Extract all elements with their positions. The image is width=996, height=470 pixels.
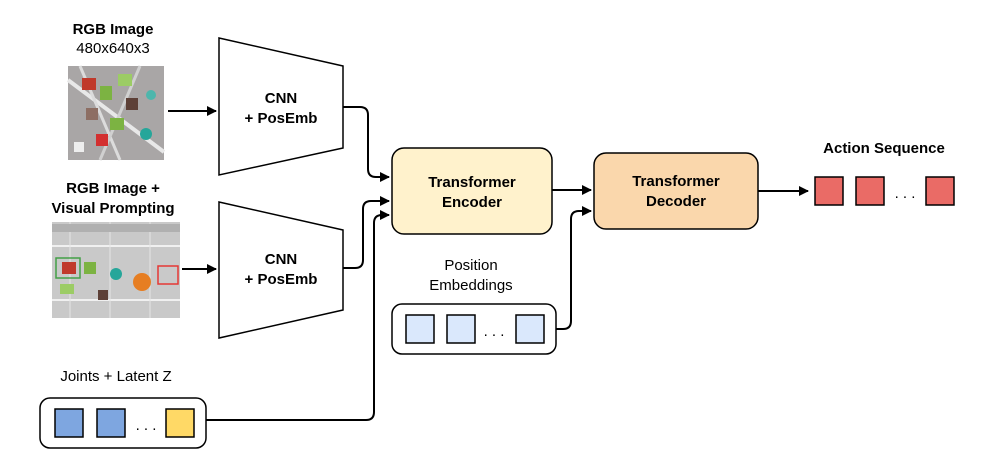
joint-token	[96, 408, 126, 438]
arrow-position-to-decoder	[556, 206, 592, 330]
rgb-image-input: RGB Image 480x640x3	[66, 21, 166, 161]
action-token	[814, 176, 844, 206]
latent-token	[165, 408, 195, 438]
arrow-cnn-bottom-to-encoder	[343, 196, 390, 269]
prompted-image-title-line2: Visual Prompting	[51, 200, 174, 217]
transformer-decoder: Transformer Decoder	[593, 152, 759, 230]
cnn-top-label-line1: CNN	[265, 90, 298, 107]
decoder-label-line2: Decoder	[646, 193, 706, 210]
arrow-joints-to-encoder	[206, 210, 390, 421]
position-token	[446, 314, 476, 344]
position-token	[405, 314, 435, 344]
cnn-bottom-block: CNN + PosEmb	[218, 201, 344, 339]
rgb-image-title: RGB Image	[73, 21, 154, 38]
cnn-bottom-label-line2: + PosEmb	[245, 271, 318, 288]
position-embeddings: Position Embeddings . . .	[391, 257, 557, 355]
rgb-image-thumbnail	[66, 65, 166, 161]
encoder-label-line2: Encoder	[442, 194, 502, 211]
prompted-image-input: RGB Image + Visual Prompting	[51, 180, 180, 318]
position-token	[515, 314, 545, 344]
action-ellipsis: . . .	[895, 185, 916, 202]
cnn-bottom-label-line1: CNN	[265, 251, 298, 268]
cnn-top-block: CNN + PosEmb	[218, 37, 344, 176]
joint-token	[54, 408, 84, 438]
action-sequence-output: Action Sequence . . .	[814, 140, 955, 206]
prompted-image-thumbnail	[52, 222, 180, 318]
position-label-line1: Position	[444, 257, 497, 274]
decoder-box	[593, 152, 759, 230]
action-token	[855, 176, 885, 206]
transformer-encoder: Transformer Encoder	[391, 147, 553, 235]
connectors	[168, 106, 809, 421]
encoder-box	[391, 147, 553, 235]
joints-latent-input: Joints + Latent Z . . .	[39, 368, 207, 449]
position-label-line2: Embeddings	[429, 277, 512, 294]
decoder-label-line1: Transformer	[632, 173, 720, 190]
action-token	[925, 176, 955, 206]
action-sequence-label: Action Sequence	[823, 140, 945, 157]
encoder-label-line1: Transformer	[428, 174, 516, 191]
position-ellipsis: . . .	[484, 323, 505, 340]
rgb-image-size: 480x640x3	[76, 40, 149, 57]
joints-ellipsis: . . .	[136, 417, 157, 434]
prompted-image-title-line1: RGB Image +	[66, 180, 160, 197]
cnn-top-label-line2: + PosEmb	[245, 110, 318, 127]
joints-label: Joints + Latent Z	[60, 368, 171, 385]
arrow-cnn-top-to-encoder	[343, 106, 390, 182]
